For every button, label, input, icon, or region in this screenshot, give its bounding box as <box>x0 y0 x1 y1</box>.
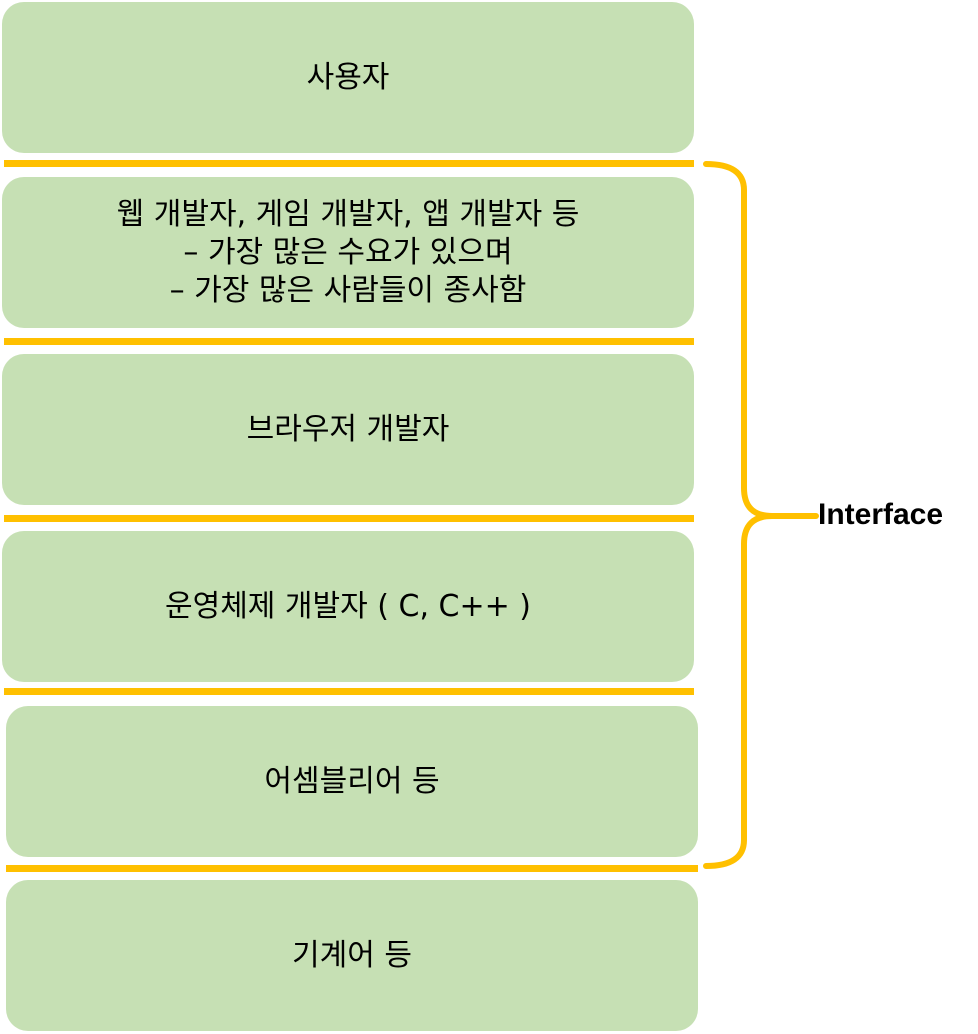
interface-bracket-icon <box>703 161 819 869</box>
layer-app-developers-line-3: – 가장 많은 사람들이 종사함 <box>169 272 527 308</box>
divider-5 <box>6 865 698 872</box>
layer-assembly-label: 어셈블리어 등 <box>264 763 440 799</box>
layer-app-developers: 웹 개발자, 게임 개발자, 앱 개발자 등 – 가장 많은 수요가 있으며 –… <box>2 177 694 328</box>
layer-app-developers-line-1: 웹 개발자, 게임 개발자, 앱 개발자 등 <box>116 196 580 232</box>
layer-browser-developers: 브라우저 개발자 <box>2 354 694 505</box>
layer-user-label: 사용자 <box>306 59 390 95</box>
layer-browser-developers-label: 브라우저 개발자 <box>246 411 450 447</box>
interface-label: Interface <box>818 498 944 531</box>
layer-app-developers-text: 웹 개발자, 게임 개발자, 앱 개발자 등 – 가장 많은 수요가 있으며 –… <box>117 197 580 309</box>
divider-3 <box>4 515 694 522</box>
layer-machine-code-label: 기계어 등 <box>292 937 412 973</box>
layer-os-developers-label: 운영체제 개발자 ( C, C++ ) <box>165 588 531 624</box>
layer-app-developers-line-2: – 가장 많은 수요가 있으며 <box>183 234 513 270</box>
layer-user: 사용자 <box>2 2 694 153</box>
layer-machine-code: 기계어 등 <box>6 880 698 1031</box>
divider-1 <box>4 160 694 167</box>
layer-assembly: 어셈블리어 등 <box>6 706 698 857</box>
layer-os-developers: 운영체제 개발자 ( C, C++ ) <box>2 531 694 682</box>
divider-2 <box>4 338 694 345</box>
divider-4 <box>4 688 694 695</box>
